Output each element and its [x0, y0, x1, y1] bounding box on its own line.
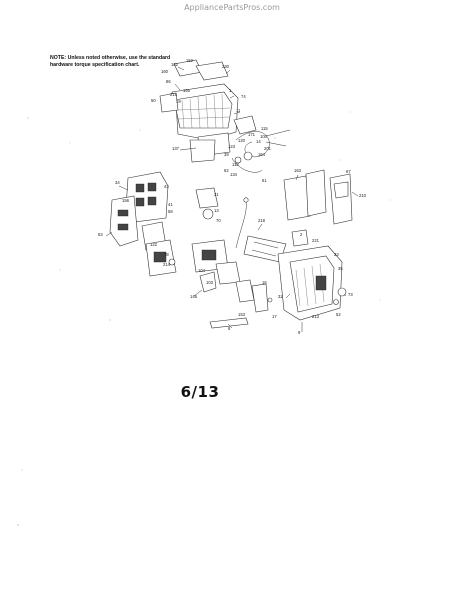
- callout-201: 201: [264, 146, 272, 151]
- callout-35: 35: [338, 266, 343, 271]
- callout-137: 137: [172, 146, 180, 151]
- scan-noise: [17, 111, 391, 526]
- upper-housing: [159, 59, 257, 163]
- callout-122: 122: [150, 242, 158, 247]
- page-number: 6/13: [180, 383, 220, 401]
- callout-230: 230: [222, 64, 230, 69]
- callout-213: 213: [312, 314, 320, 319]
- side-panels: [283, 169, 353, 225]
- callout-104: 104: [198, 268, 206, 273]
- callout-32: 32: [278, 294, 283, 299]
- callout-152: 152: [186, 58, 194, 63]
- callout-1: 1: [229, 88, 232, 93]
- watermark: AppliancePartsPros.com: [184, 3, 280, 12]
- engine-block: [109, 171, 177, 277]
- callout-120: 120: [238, 138, 246, 143]
- hose-assembly: [231, 129, 291, 173]
- callout-8: 8: [228, 326, 231, 331]
- callout-86: 86: [166, 79, 171, 84]
- callout-162: 162: [171, 62, 179, 67]
- callout-58: 58: [168, 209, 173, 214]
- callout-164: 164: [258, 152, 266, 157]
- callout-50: 50: [151, 98, 156, 103]
- callout-115: 115: [261, 126, 268, 131]
- callout-34: 34: [115, 180, 120, 185]
- callout-41: 41: [168, 202, 173, 207]
- callout-103: 103: [206, 280, 214, 285]
- callout-78: 78: [164, 252, 169, 257]
- callout-17: 17: [272, 314, 277, 319]
- note-label: NOTE:: [50, 55, 67, 61]
- callout-74: 74: [241, 94, 246, 99]
- callout-14: 14: [256, 139, 261, 144]
- callout-52: 52: [336, 312, 341, 317]
- part-callouts: 162 152 160 230 86 1 165 74 11 215 19 50…: [98, 58, 367, 335]
- callout-19: 19: [176, 99, 181, 104]
- callout-11: 11: [236, 108, 241, 113]
- callout-123: 123: [228, 144, 236, 149]
- callout-221: 221: [312, 238, 320, 243]
- callout-210: 210: [359, 193, 367, 198]
- callout-43: 43: [164, 184, 169, 189]
- callout-9: 9: [298, 330, 301, 335]
- callout-165: 165: [183, 88, 191, 93]
- callout-134: 134: [230, 172, 238, 177]
- callout-16: 16: [262, 280, 267, 285]
- callout-153: 153: [238, 312, 246, 317]
- lower-housing: [267, 229, 347, 321]
- callout-160: 160: [161, 69, 169, 74]
- leader-lines: [105, 66, 359, 332]
- callout-214: 214: [163, 262, 171, 267]
- callout-73: 73: [348, 292, 353, 297]
- callout-163: 163: [294, 168, 302, 173]
- callout-63: 63: [98, 232, 103, 237]
- torque-note: NOTE: Unless noted otherwise, use the st…: [50, 55, 180, 69]
- callout-215: 215: [170, 92, 178, 97]
- callout-61: 61: [262, 178, 267, 183]
- callout-70: 70: [216, 218, 221, 223]
- callout-171: 171: [248, 132, 256, 137]
- callout-100: 100: [260, 134, 268, 139]
- note-text: Unless noted otherwise, use the standard…: [50, 55, 171, 68]
- callout-62: 62: [224, 168, 229, 173]
- callout-67: 67: [346, 169, 351, 174]
- callout-31: 31: [214, 192, 219, 197]
- callout-39: 39: [224, 152, 229, 157]
- carburetor-assembly: [168, 187, 249, 293]
- callout-23: 23: [334, 252, 339, 257]
- callout-218: 218: [258, 218, 266, 223]
- callout-145: 145: [190, 294, 198, 299]
- callout-13: 13: [214, 208, 219, 213]
- callout-118: 118: [232, 162, 239, 167]
- callout-2: 2: [300, 232, 303, 237]
- callout-156: 156: [122, 198, 130, 203]
